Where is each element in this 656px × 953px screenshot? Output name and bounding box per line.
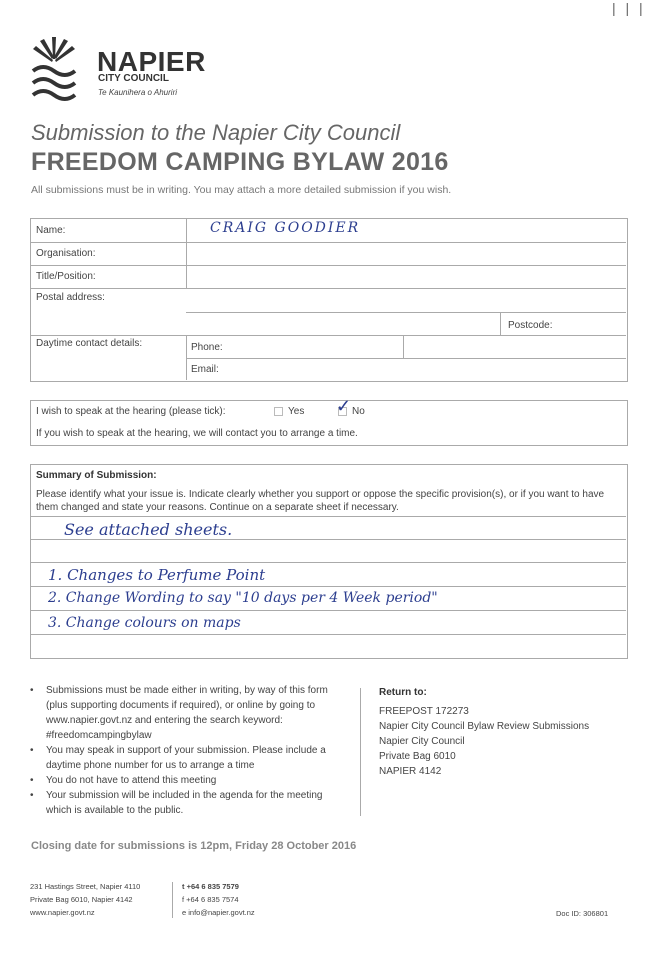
info-bullet: •You do not have to attend this meeting — [30, 775, 217, 786]
info-bullet: •Your submission will be included in the… — [30, 790, 323, 816]
summary-handwriting-line4[interactable]: 3. Change colours on maps — [48, 615, 241, 631]
hearing-note: If you wish to speak at the hearing, we … — [36, 428, 358, 439]
daytime-contact-label: Daytime contact details: — [36, 338, 143, 349]
footer-address-line1: 231 Hastings Street, Napier 4110 — [30, 882, 141, 891]
title-position-label: Title/Position: — [36, 271, 96, 282]
doc-id: Doc ID: 306801 — [556, 909, 609, 918]
hearing-section — [30, 400, 628, 446]
info-bullet: •Submissions must be made either in writ… — [30, 685, 328, 741]
page-title-line2: FREEDOM CAMPING BYLAW 2016 — [31, 148, 449, 176]
title-position-field[interactable] — [188, 267, 624, 287]
postal-address-label: Postal address: — [36, 292, 105, 303]
summary-handwriting-line3[interactable]: 2. Change Wording to say "10 days per 4 … — [48, 590, 438, 606]
footer-divider — [172, 882, 173, 918]
closing-date: Closing date for submissions is 12pm, Fr… — [31, 840, 357, 852]
footer-contact: t +64 6 835 7579 f +64 6 835 7574 e info… — [182, 880, 255, 919]
summary-handwriting-line2[interactable]: 1. Changes to Perfume Point — [48, 566, 266, 584]
return-line: Napier City Council Bylaw Review Submiss… — [379, 721, 590, 732]
intro-text: All submissions must be in writing. You … — [31, 184, 452, 196]
postal-address-field[interactable] — [188, 290, 498, 334]
contact-details-form — [30, 218, 628, 382]
footer-address: 231 Hastings Street, Napier 4110 Private… — [30, 880, 140, 919]
footer-phone: t +64 6 835 7579 — [182, 882, 239, 891]
napier-logo-icon — [31, 37, 77, 101]
name-label: Name: — [36, 225, 66, 236]
return-line: FREEPOST 172273 — [379, 706, 469, 717]
name-field[interactable]: CRAIG GOODIER — [210, 220, 361, 236]
info-bullets: •Submissions must be made either in writ… — [30, 683, 342, 818]
phone-label: Phone: — [191, 342, 223, 353]
return-line: Private Bag 6010 — [379, 751, 456, 762]
summary-heading: Summary of Submission: — [36, 470, 157, 481]
footer-email-link[interactable]: e info@napier.govt.nz — [182, 908, 255, 917]
yes-checkbox[interactable] — [274, 407, 283, 416]
return-line: Napier City Council — [379, 736, 465, 747]
phone-field[interactable] — [226, 337, 401, 357]
organisation-label: Organisation: — [36, 248, 96, 259]
corner-mark: | | | — [612, 0, 646, 16]
summary-handwriting-line1[interactable]: See attached sheets. — [64, 520, 233, 539]
return-to-block: Return to: FREEPOST 172273 Napier City C… — [379, 685, 589, 779]
logo-name: NAPIER — [97, 46, 206, 77]
info-bullet: •You may speak in support of your submis… — [30, 745, 326, 771]
footer-address-line2: Private Bag 6010, Napier 4142 — [30, 895, 133, 904]
no-label: No — [352, 406, 365, 417]
summary-instructions: Please identify what your issue is. Indi… — [36, 489, 605, 513]
page-title-line1: Submission to the Napier City Council — [31, 120, 401, 145]
logo-maori-name: Te Kaunihera o Ahuriri — [98, 88, 178, 97]
summary-section — [30, 464, 628, 659]
info-divider — [360, 688, 361, 816]
no-checkbox[interactable] — [338, 407, 347, 416]
footer-web-link[interactable]: www.napier.govt.nz — [30, 908, 95, 917]
logo-subtitle: CITY COUNCIL — [98, 73, 169, 84]
hearing-question: I wish to speak at the hearing (please t… — [36, 406, 226, 417]
no-tick-mark: ✓ — [336, 396, 352, 417]
postcode-label: Postcode: — [508, 320, 553, 331]
email-label: Email: — [191, 364, 219, 375]
email-field[interactable] — [226, 360, 624, 378]
organisation-field[interactable] — [188, 244, 624, 264]
return-line: NAPIER 4142 — [379, 766, 442, 777]
footer-fax: f +64 6 835 7574 — [182, 895, 239, 904]
return-heading: Return to: — [379, 687, 427, 698]
yes-label: Yes — [288, 406, 305, 417]
postcode-field[interactable] — [560, 314, 624, 334]
